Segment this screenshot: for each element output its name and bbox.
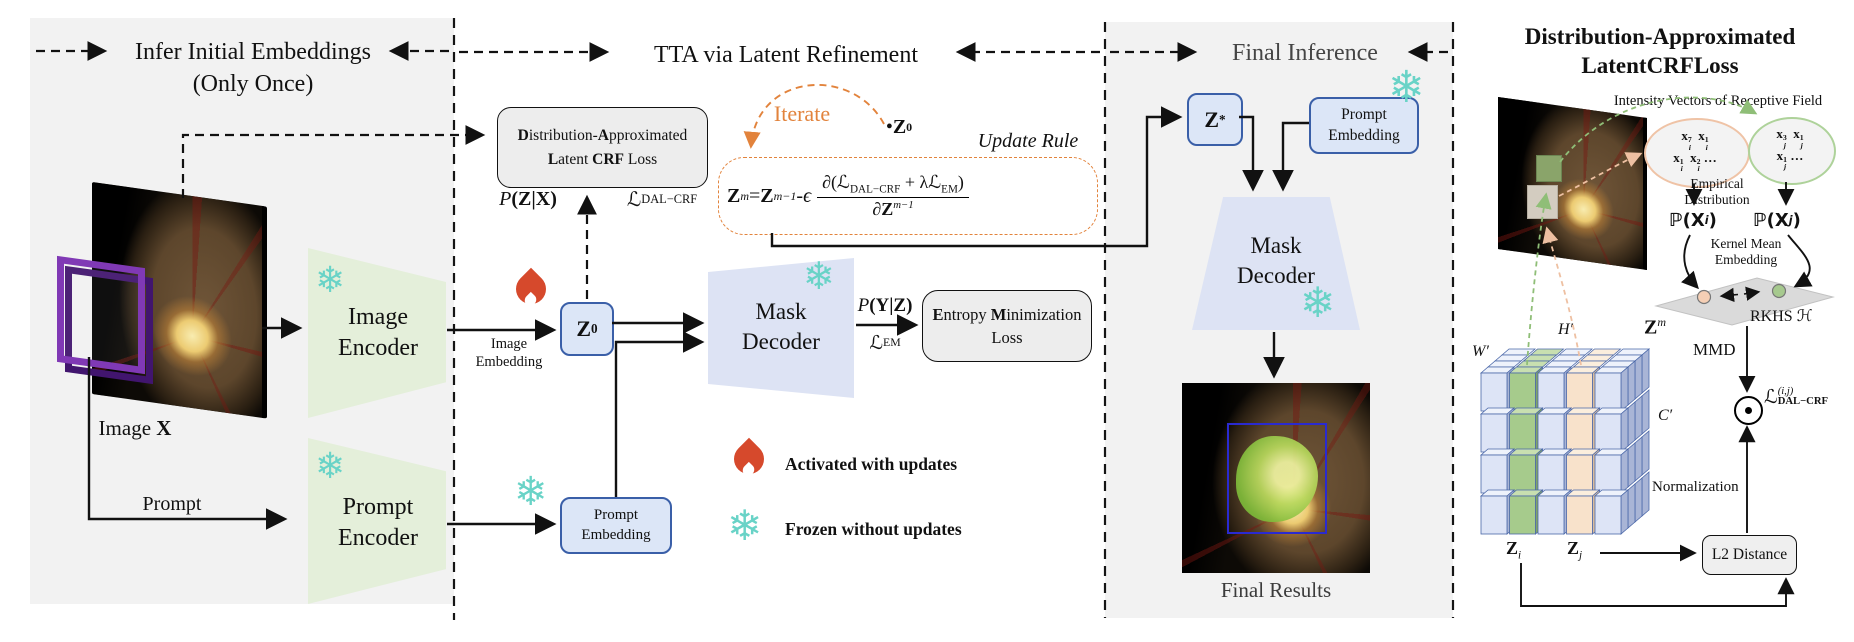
dal-crf-loss-box: Distribution-Approximated Latent CRF Los… — [497, 107, 708, 188]
z-i-label: Zi — [1506, 538, 1522, 562]
final-mask-decoder — [1192, 197, 1360, 330]
normalization-label: Normalization — [1652, 479, 1739, 495]
fire-icon — [509, 267, 553, 320]
snowflake-icon: ❄ — [315, 446, 346, 486]
final-results-label: Final Results — [1220, 577, 1332, 602]
header-tta: TTA via Latent Refinement — [654, 41, 918, 68]
snowflake-icon: ❄ — [803, 256, 835, 298]
mmd-label: MMD — [1693, 340, 1736, 359]
entropy-minimization-box: Entropy Minimization Loss — [922, 290, 1092, 362]
snowflake-icon: ❄ — [1300, 281, 1336, 327]
snowflake-icon: ❄ — [727, 504, 763, 550]
prompt-box — [57, 255, 145, 375]
header-infer-initial: Infer Initial Embeddings — [135, 38, 371, 65]
receptive-field-image — [1498, 97, 1647, 270]
dal-crf-ij-symbol: ℒ (i,j) DAL−CRF — [1764, 385, 1829, 408]
header-infer-initial-sub: (Only Once) — [192, 70, 314, 97]
legend-frozen: Frozen without updates — [785, 519, 962, 539]
final-result-image — [1182, 383, 1370, 573]
tensor-h-label: H′ — [1558, 321, 1574, 338]
patch-j — [1527, 185, 1558, 219]
l2-distance-box: L2 Distance — [1702, 535, 1797, 575]
snowflake-icon: ❄ — [315, 260, 346, 300]
z-star-box: Z* — [1187, 93, 1243, 146]
z-j-label: Zj — [1567, 538, 1583, 562]
fire-icon — [727, 437, 771, 492]
image-label: Image X — [98, 415, 172, 440]
intensity-cloud-j — [1748, 117, 1836, 185]
rkhs-label: RKHS ℋ — [1750, 306, 1813, 325]
p-z-given-x-label: P(Z|X) — [499, 187, 557, 210]
prompt-label: Prompt — [142, 492, 202, 515]
intensity-vectors-label: Intensity Vectors of Receptive Field — [1613, 92, 1823, 109]
tensor-w-label: W′ — [1472, 343, 1489, 360]
tensor-c-label: C′ — [1658, 407, 1673, 424]
legend-activated: Activated with updates — [785, 454, 958, 474]
header-final-inference: Final Inference — [1232, 39, 1378, 66]
latent-tensor — [1479, 348, 1651, 535]
snowflake-icon: ❄ — [1388, 63, 1425, 112]
update-rule-label: Update Rule — [977, 129, 1079, 152]
snowflake-icon: ❄ — [514, 469, 548, 514]
p-y-given-z-label: P(Y|Z) — [857, 295, 913, 316]
iterate-label: Iterate — [773, 101, 831, 126]
tensor-zm-label: Zm — [1644, 315, 1667, 339]
odot-operator — [1734, 396, 1763, 425]
detection-box — [1227, 423, 1327, 534]
patch-i — [1536, 155, 1562, 182]
mask-decoder — [708, 258, 854, 398]
segmentation-mask — [1236, 436, 1318, 522]
